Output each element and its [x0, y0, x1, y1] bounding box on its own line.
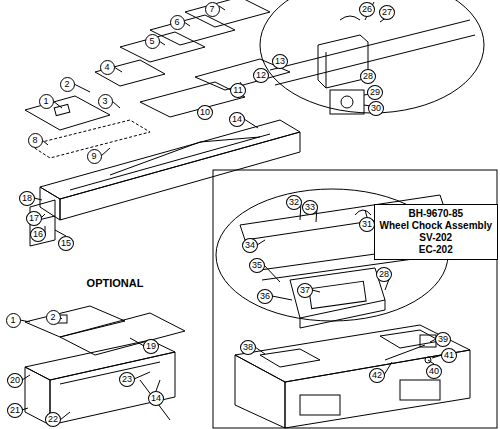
- callout-number: 5: [145, 34, 160, 49]
- callout-number: 6: [170, 15, 185, 30]
- box-text: SV-202: [380, 232, 492, 244]
- callout-number: 29: [367, 85, 383, 100]
- section-label: OPTIONAL: [85, 277, 146, 289]
- box-text: EC-202: [380, 244, 492, 256]
- callout-number: 38: [240, 340, 256, 355]
- callout-number: 4: [100, 60, 115, 75]
- callout-number: 14: [148, 391, 164, 406]
- callout-number: 8: [28, 133, 43, 148]
- callout-number: 13: [272, 54, 288, 69]
- callout-number: 36: [257, 289, 273, 304]
- callout-number: 22: [45, 412, 61, 427]
- box-text: Wheel Chock Assembly: [380, 220, 492, 232]
- callout-number: 32: [286, 195, 302, 210]
- callout-number: 40: [426, 364, 442, 379]
- callout-number: 35: [249, 258, 265, 273]
- callout-number: 19: [143, 339, 159, 354]
- callout-number: 39: [435, 332, 451, 347]
- box-text: BH-9670-85: [380, 208, 492, 220]
- callout-number: 26: [359, 2, 375, 17]
- callout-number: 30: [368, 101, 384, 116]
- callout-number: 18: [19, 191, 35, 206]
- callout-number: 2: [46, 310, 61, 325]
- callout-number: 11: [230, 83, 246, 98]
- callout-number: 12: [253, 68, 269, 83]
- callout-number: 37: [297, 283, 313, 298]
- callout-number: 28: [360, 69, 376, 84]
- callout-number: 41: [441, 348, 457, 363]
- callout-number: 28: [376, 267, 392, 282]
- callout-number: 16: [30, 227, 46, 242]
- callout-number: 7: [205, 2, 220, 17]
- callout-number: 33: [302, 200, 318, 215]
- callout-number: 14: [229, 112, 245, 127]
- title-box: BH-9670-85Wheel Chock AssemblySV-202EC-2…: [374, 204, 498, 260]
- callout-number: 42: [369, 368, 385, 383]
- callout-number: 3: [98, 94, 113, 109]
- callout-number: 27: [379, 5, 395, 20]
- callout-number: 23: [119, 372, 135, 387]
- callout-number: 2: [60, 77, 75, 92]
- callout-number: 1: [39, 94, 54, 109]
- callout-number: 34: [242, 238, 258, 253]
- callout-number: 10: [197, 105, 213, 120]
- callout-number: 20: [7, 373, 23, 388]
- callout-number: 15: [58, 236, 74, 251]
- callout-number: 21: [7, 403, 23, 418]
- callout-number: 9: [87, 149, 102, 164]
- callout-number: 1: [6, 313, 21, 328]
- callout-number: 17: [26, 211, 42, 226]
